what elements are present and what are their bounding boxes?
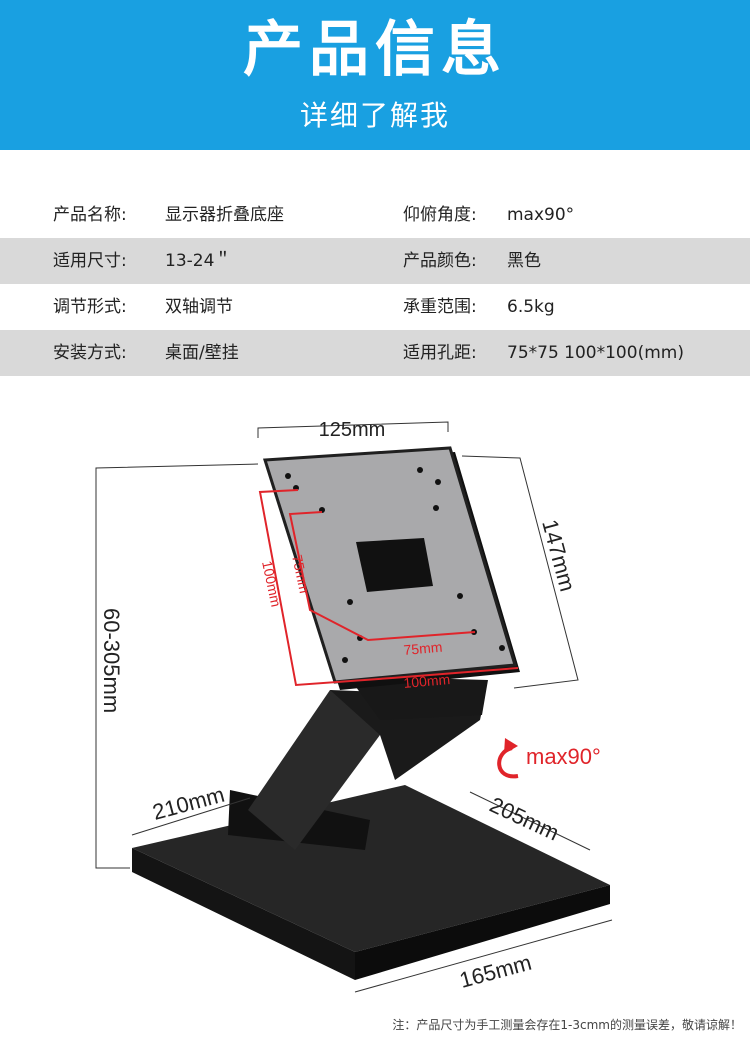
upper-hinge [348, 676, 488, 720]
spec-label: 产品名称: [53, 205, 127, 225]
spec-value: 6.5kg [507, 297, 555, 317]
spec-row: 安装方式: 桌面/壁挂 适用孔距: 75*75 100*100(mm) [0, 330, 750, 376]
vesa-75-h-label: 75mm [403, 639, 443, 658]
tilt-label: max90° [526, 744, 601, 769]
base-depth-label: 210mm [150, 782, 227, 825]
spec-table: 产品名称: 显示器折叠底座 仰俯角度: max90° 适用尺寸: 13-24＂ … [0, 192, 750, 376]
spec-label: 适用尺寸: [53, 251, 127, 271]
header-banner: 产品信息 详细了解我 [0, 0, 750, 150]
base-plate-front [132, 848, 355, 980]
spec-label: 产品颜色: [403, 251, 477, 271]
spec-label: 安装方式: [53, 343, 127, 363]
plate-width-label: 125mm [319, 419, 386, 441]
spec-row: 适用尺寸: 13-24＂ 产品颜色: 黑色 [0, 238, 750, 284]
page-title: 产品信息 [243, 15, 507, 85]
product-diagram: 125mm 147mm 60-305mm 210mm 205mm 165mm 7… [0, 380, 750, 1020]
spec-label: 适用孔距: [403, 343, 477, 363]
vesa-guides [258, 489, 519, 687]
spec-label: 承重范围: [403, 297, 477, 317]
spec-value: max90° [507, 205, 575, 225]
spec-row: 调节形式: 双轴调节 承重范围: 6.5kg [0, 284, 750, 330]
base-front-label: 165mm [457, 950, 534, 993]
vesa-75-v-label: 75mm [289, 553, 313, 594]
tilt-arrow-icon [497, 746, 519, 779]
vesa-plate-cutout [356, 538, 433, 592]
spec-value: 黑色 [507, 251, 541, 271]
spec-value: 13-24＂ [165, 251, 232, 271]
spec-value: 75*75 100*100(mm) [507, 343, 684, 363]
support-arm [248, 690, 395, 850]
spec-value: 显示器折叠底座 [165, 205, 284, 225]
stand-illustration: 125mm 147mm 60-305mm 210mm 205mm 165mm 7… [95, 419, 613, 993]
vesa-100-h-label: 100mm [403, 671, 451, 691]
dimension-lines [95, 421, 613, 993]
footnote: 注：产品尺寸为手工测量会存在1-3cmm的测量误差，敬请谅解！ [392, 1018, 742, 1032]
spec-label: 仰俯角度: [403, 205, 477, 225]
page-subtitle: 详细了解我 [299, 99, 450, 132]
vesa-100-v-label: 100mm [259, 559, 284, 608]
spec-value: 桌面/壁挂 [165, 343, 239, 363]
base-plate-side [355, 885, 610, 980]
vesa-holes [285, 467, 505, 663]
plate-height-label: 147mm [537, 517, 580, 594]
spec-value: 双轴调节 [165, 297, 233, 317]
height-range-label: 60-305mm [99, 608, 124, 713]
spec-label: 调节形式: [53, 297, 127, 317]
spec-row: 产品名称: 显示器折叠底座 仰俯角度: max90° [0, 192, 750, 238]
